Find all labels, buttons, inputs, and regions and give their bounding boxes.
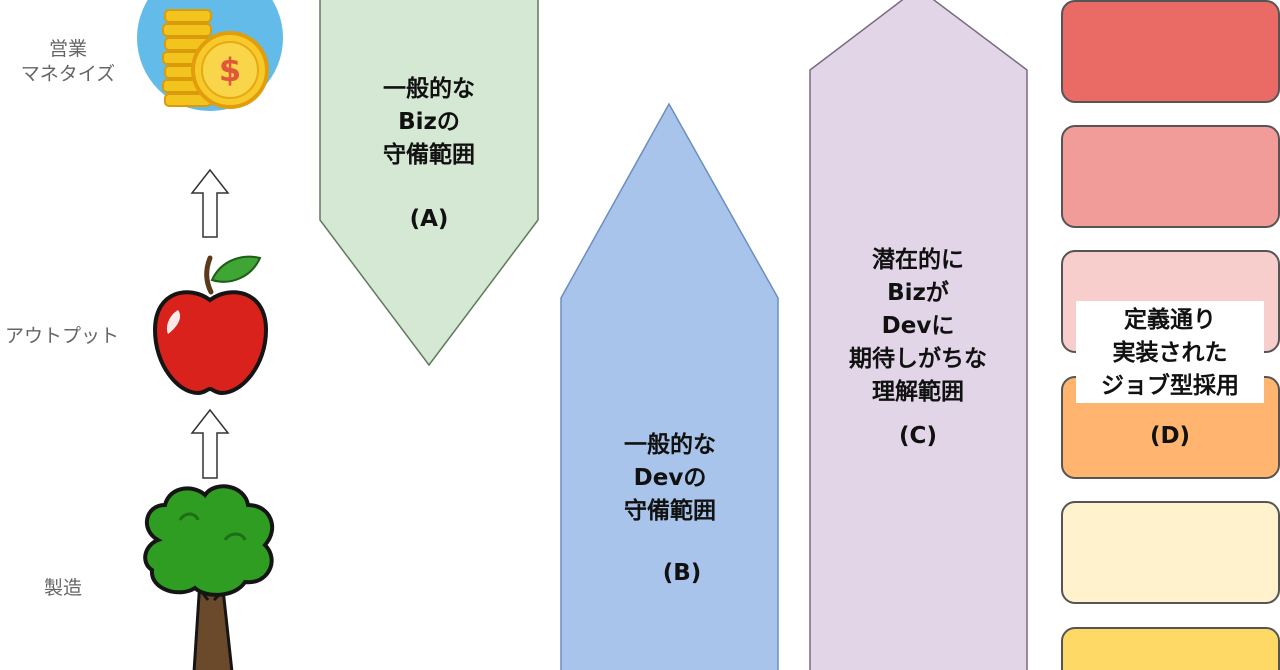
shape-c-line5: 理解範囲 — [872, 378, 964, 405]
shape-d-label-background — [1076, 301, 1264, 403]
shape-c-line2: Bizが — [887, 279, 949, 306]
shape-d-tag: (D) — [1150, 423, 1190, 449]
tree-icon — [143, 484, 275, 670]
shape-b-line1: 一般的な — [624, 431, 716, 458]
shape-c-line1: 潜在的に — [872, 246, 964, 273]
shape-d-line1: 定義通り — [1124, 306, 1216, 333]
up-arrow-icon — [190, 168, 230, 238]
label-output: アウトプット — [5, 325, 119, 347]
shape-a-line2: Bizの — [398, 109, 460, 135]
shape-b-tag: (B) — [663, 560, 702, 586]
up-arrow-icon — [190, 408, 230, 479]
shape-a-tag: (A) — [410, 206, 449, 232]
shape-b-line3: 守備範囲 — [624, 497, 716, 524]
shape-d-line2: 実装された — [1113, 339, 1228, 366]
shape-d-job-blocks: 定義通り 実装された ジョブ型採用 (D) — [1061, 0, 1280, 670]
coin-money-icon: $ — [137, 0, 283, 111]
block-6 — [1061, 627, 1280, 670]
block-5 — [1061, 501, 1280, 604]
svg-text:$: $ — [219, 51, 241, 89]
block-2 — [1061, 125, 1280, 228]
shape-b-dev-scope: 一般的な Devの 守備範囲 (B) — [560, 102, 779, 670]
shape-a-line3: 守備範囲 — [383, 141, 475, 168]
apple-icon — [152, 255, 269, 396]
shape-a-biz-scope: 一般的な Bizの 守備範囲 (A) — [319, 0, 539, 367]
label-monetize: マネタイズ — [21, 63, 115, 85]
block-1 — [1061, 0, 1280, 103]
label-manufacturing: 製造 — [44, 577, 82, 599]
shape-c-line4: 期待しがちな — [849, 345, 987, 372]
shape-c-expected-scope: 潜在的に Bizが Devに 期待しがちな 理解範囲 (C) — [809, 0, 1028, 670]
shape-d-line3: ジョブ型採用 — [1101, 372, 1239, 399]
shape-b-line2: Devの — [634, 465, 707, 491]
label-sales: 営業 — [49, 38, 87, 60]
shape-c-line3: Devに — [882, 313, 955, 339]
shape-c-tag: (C) — [899, 423, 937, 449]
shape-a-line1: 一般的な — [383, 75, 475, 102]
